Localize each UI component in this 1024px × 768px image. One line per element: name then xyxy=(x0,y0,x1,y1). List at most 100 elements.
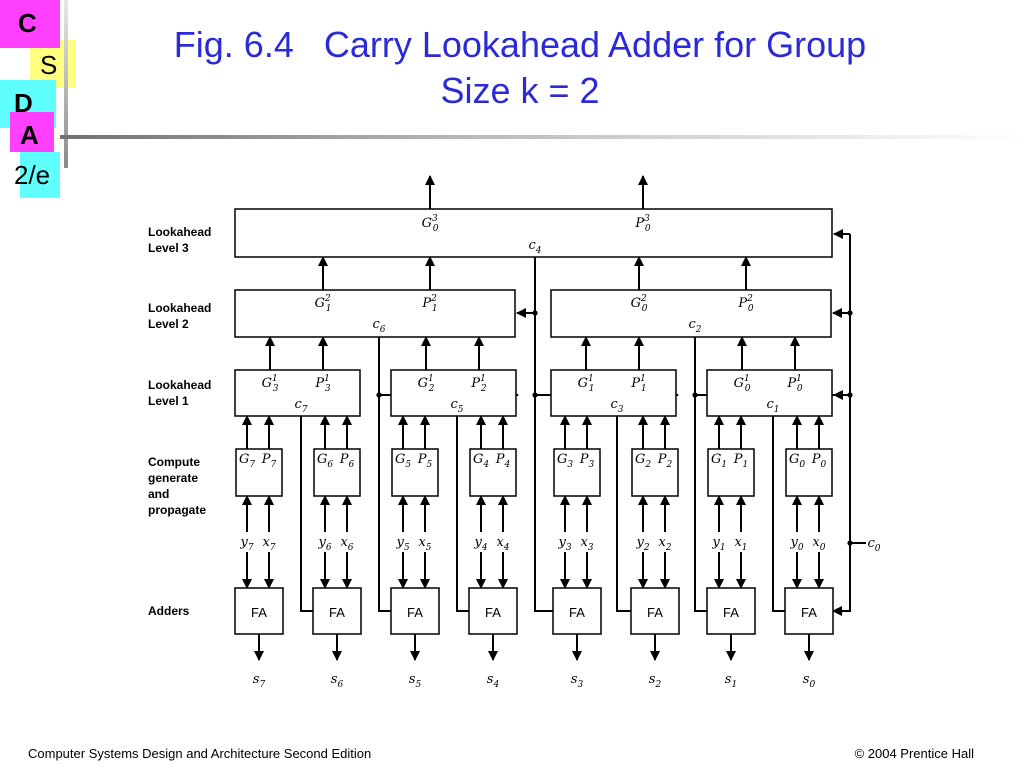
bit-x-label: x7 xyxy=(262,535,275,553)
row-label-level1-1: Level 1 xyxy=(148,394,189,408)
bit-y-label: y2 xyxy=(635,535,649,553)
bit-g-label: G4 xyxy=(473,452,489,470)
logo-edition: 2/e xyxy=(14,160,51,190)
row-label-compute-0: Compute xyxy=(148,455,200,469)
carry-odd-to-adder xyxy=(616,416,680,616)
full-adder-box xyxy=(552,587,602,635)
full-adder-box xyxy=(390,587,440,635)
bit-g-label: G5 xyxy=(395,452,411,470)
row-label-compute-3: propagate xyxy=(148,503,206,517)
lookahead-level2-box xyxy=(550,289,832,338)
generate-propagate-box xyxy=(707,448,755,497)
bit-g-label: G0 xyxy=(789,452,805,470)
full-adder-box xyxy=(312,587,362,635)
full-adder-label: FA xyxy=(569,605,585,620)
row-label-level3-0: Lookahead xyxy=(148,225,211,239)
row-label-compute-2: and xyxy=(148,487,169,501)
bit-sum-label: s4 xyxy=(487,672,500,690)
logo-letter-s: S xyxy=(40,50,58,80)
row-label-compute-1: generate xyxy=(148,471,198,485)
row-label-level1-0: Lookahead xyxy=(148,378,211,392)
row-label-level2-0: Lookahead xyxy=(148,301,211,315)
level1-c-label: c5 xyxy=(450,397,463,415)
carry-odd-to-adder xyxy=(456,416,518,616)
header-horizontal-rule xyxy=(60,135,1024,139)
generate-propagate-box xyxy=(235,448,283,497)
generate-propagate-box xyxy=(631,448,679,497)
bit-p-label: P4 xyxy=(495,452,511,470)
full-adder-label: FA xyxy=(801,605,817,620)
logo-letter-d: D xyxy=(14,88,33,118)
bit-sum-label: s5 xyxy=(409,672,422,690)
bit-x-label: x1 xyxy=(734,535,747,553)
full-adder-box xyxy=(234,587,284,635)
footer-copyright: © 2004 Prentice Hall xyxy=(854,746,974,761)
generate-propagate-box xyxy=(553,448,601,497)
carry-in-to-adder xyxy=(832,543,851,616)
level1-c-label: c7 xyxy=(294,397,307,415)
bit-y-label: y1 xyxy=(711,535,725,553)
bit-sum-label: s2 xyxy=(649,672,662,690)
bit-p-label: P0 xyxy=(811,452,827,470)
level2-c-label: c6 xyxy=(372,317,385,335)
lookahead-level1-box xyxy=(550,369,677,417)
bit-y-label: y4 xyxy=(473,535,487,553)
bit-p-label: P1 xyxy=(733,452,748,470)
lookahead-level1-box xyxy=(234,369,361,417)
bit-p-label: P7 xyxy=(261,452,277,470)
bit-p-label: P2 xyxy=(657,452,673,470)
carry-odd-to-adder xyxy=(300,416,362,616)
bit-g-label: G7 xyxy=(239,452,255,470)
bit-g-label: G1 xyxy=(711,452,727,470)
lookahead-level1-box xyxy=(390,369,517,417)
full-adder-label: FA xyxy=(251,605,267,620)
full-adder-box xyxy=(706,587,756,635)
logo-letter-c: C xyxy=(18,8,37,38)
diagram-boxes xyxy=(234,208,834,635)
carry-odd-to-adder xyxy=(772,416,834,616)
full-adder-label: FA xyxy=(723,605,739,620)
footer-book-title: Computer Systems Design and Architecture… xyxy=(28,746,372,761)
generate-propagate-box xyxy=(391,448,439,497)
bit-sum-label: s7 xyxy=(253,672,266,690)
full-adder-label: FA xyxy=(647,605,663,620)
row-label-level2-1: Level 2 xyxy=(148,317,189,331)
bit-sum-label: s0 xyxy=(803,672,816,690)
full-adder-box xyxy=(630,587,680,635)
bit-x-label: x4 xyxy=(496,535,509,553)
bit-y-label: y5 xyxy=(395,535,409,553)
bit-y-label: y0 xyxy=(789,535,803,553)
full-adder-label: FA xyxy=(329,605,345,620)
slide-title-line-2: Size k = 2 xyxy=(440,70,600,111)
bit-x-label: x3 xyxy=(580,535,593,553)
slide-title-line-1: Fig. 6.4 Carry Lookahead Adder for Group xyxy=(173,24,867,65)
bit-x-label: x0 xyxy=(812,535,825,553)
logo-square-pink-2 xyxy=(10,112,54,152)
bit-y-label: y6 xyxy=(317,535,331,553)
bit-sum-label: s6 xyxy=(331,672,344,690)
full-adder-label: FA xyxy=(485,605,501,620)
bit-x-label: x5 xyxy=(418,535,431,553)
bit-p-label: P3 xyxy=(579,452,595,470)
row-label-adders-0: Adders xyxy=(148,604,190,618)
level1-c-label: c3 xyxy=(610,397,623,415)
full-adder-box xyxy=(784,587,834,635)
generate-propagate-box xyxy=(469,448,517,497)
logo-square-pink xyxy=(0,0,60,48)
bit-x-label: x6 xyxy=(340,535,353,553)
bit-p-label: P5 xyxy=(417,452,433,470)
level1-c-label: c1 xyxy=(766,397,779,415)
header-vertical-rule xyxy=(64,0,68,168)
slide-title: Fig. 6.4 Carry Lookahead Adder for Group… xyxy=(70,22,970,114)
